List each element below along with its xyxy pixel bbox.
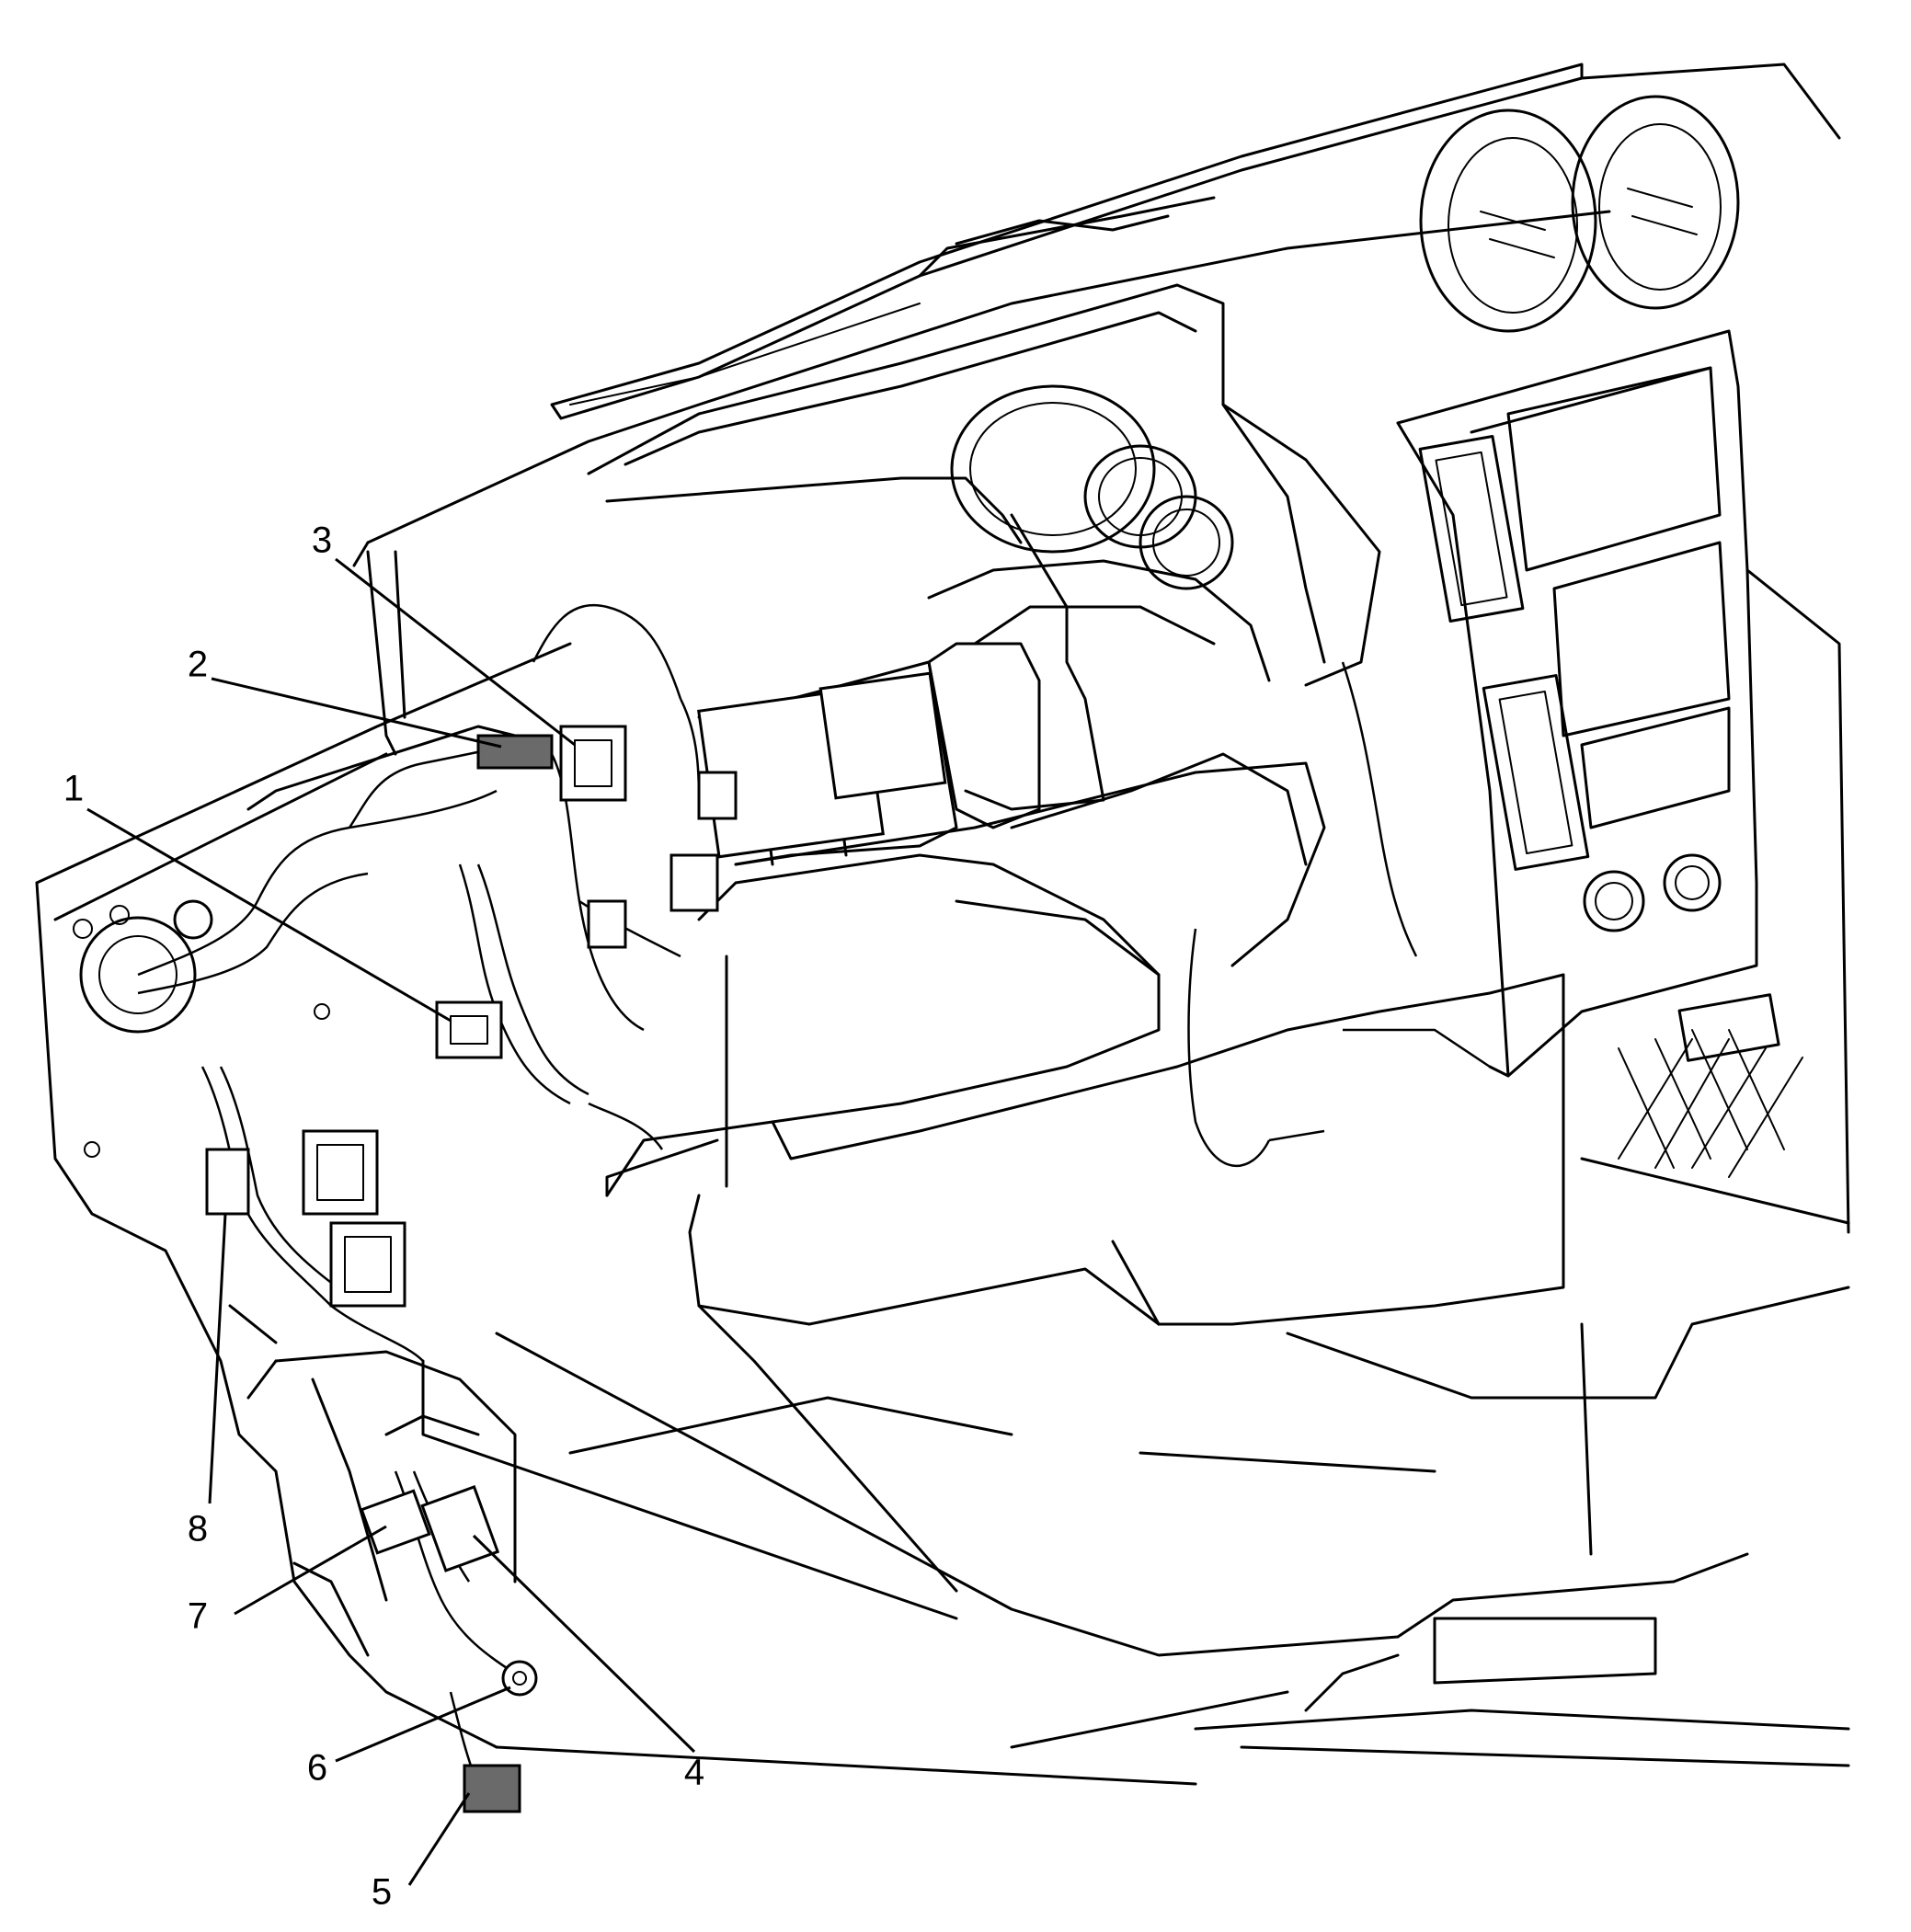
callout-4: 4: [684, 1753, 704, 1793]
connector-4: [420, 1485, 500, 1572]
floor-and-console: [421, 1286, 1850, 1786]
callout-3: 3: [312, 520, 332, 561]
callout-7: 7: [188, 1596, 208, 1637]
ground-eyelet-6: [501, 1660, 538, 1697]
connector-1: [435, 1000, 503, 1059]
callout-1: 1: [63, 769, 84, 809]
connector-3: [559, 725, 627, 802]
center-stack: [1396, 95, 1850, 1234]
callout-6: 6: [307, 1748, 327, 1789]
relay-area: [302, 671, 947, 1308]
callout-8: 8: [188, 1509, 208, 1549]
connector-2: [476, 734, 554, 770]
callout-labels: 1 2 3 4 5 6 7 8: [63, 520, 704, 1913]
connector-8: [205, 1148, 250, 1216]
callout-5: 5: [372, 1872, 392, 1913]
callout-2: 2: [188, 645, 208, 685]
left-side-structure: [35, 550, 517, 1749]
leader-lines: [86, 557, 696, 1886]
cluster-bezel: [587, 283, 1381, 811]
lower-dash: [605, 761, 1565, 1326]
connector-7: [360, 1489, 431, 1555]
dash-top-outline: [35, 63, 1841, 921]
connector-5: [463, 1764, 521, 1813]
